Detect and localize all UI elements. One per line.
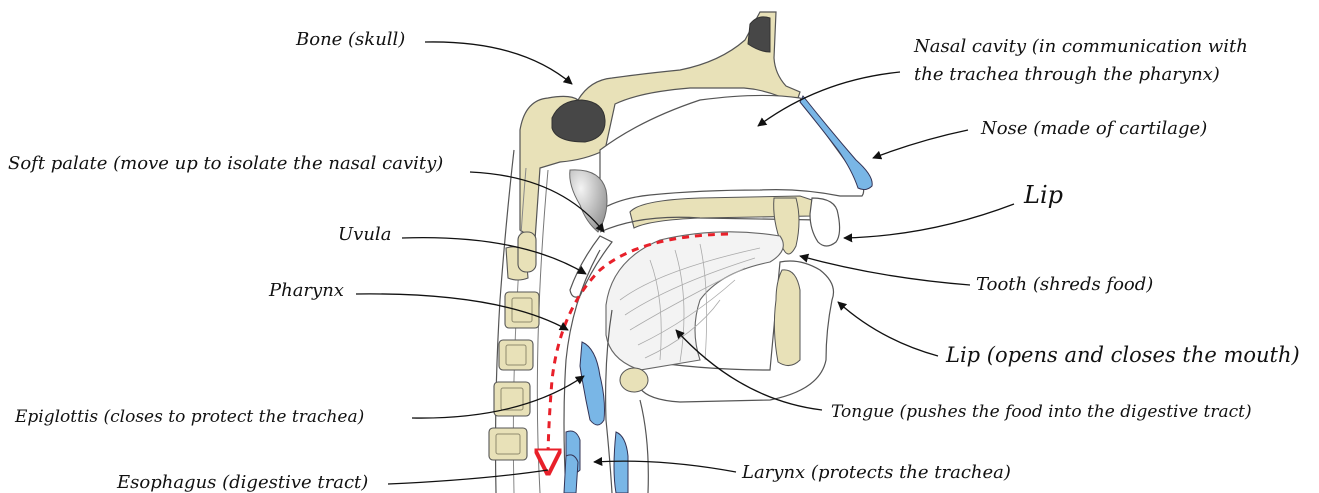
larynx-cartilage-3	[614, 432, 628, 493]
label-larynx: Larynx (protects the trachea)	[741, 462, 1011, 483]
larynx-cartilage-2	[564, 455, 578, 493]
leader-bone	[425, 42, 572, 84]
leader-uvula	[402, 238, 586, 274]
upper-lip	[810, 198, 840, 246]
label-uvula: Uvula	[338, 224, 391, 245]
label-lip-upper: Lip	[1023, 181, 1063, 209]
label-bone: Bone (skull)	[295, 29, 405, 50]
label-nasal-cavity-line2: the trachea through the pharynx)	[914, 64, 1220, 85]
label-esophagus: Esophagus (digestive tract)	[116, 472, 368, 493]
leader-lip-upper	[844, 204, 1014, 238]
label-epiglottis: Epiglottis (closes to protect the trache…	[14, 407, 364, 427]
hyoid-bone	[620, 368, 648, 392]
leader-nose	[873, 130, 968, 158]
anatomy	[489, 12, 872, 493]
vertebrae	[489, 232, 539, 460]
lower-tooth	[774, 270, 800, 366]
label-tongue: Tongue (pushes the food into the digesti…	[831, 402, 1252, 422]
label-tooth: Tooth (shreds food)	[976, 274, 1153, 295]
label-pharynx: Pharynx	[268, 280, 344, 301]
label-nose: Nose (made of cartilage)	[980, 118, 1207, 139]
label-nasal-cavity-line1: Nasal cavity (in communication with	[913, 36, 1248, 57]
nasal-cavity-outline	[600, 95, 864, 210]
leader-lip-lower	[838, 302, 938, 356]
leader-esophagus	[388, 470, 548, 484]
label-lip-lower: Lip (opens and closes the mouth)	[945, 343, 1300, 367]
label-soft-palate: Soft palate (move up to isolate the nasa…	[8, 153, 443, 174]
epiglottis	[580, 342, 605, 425]
